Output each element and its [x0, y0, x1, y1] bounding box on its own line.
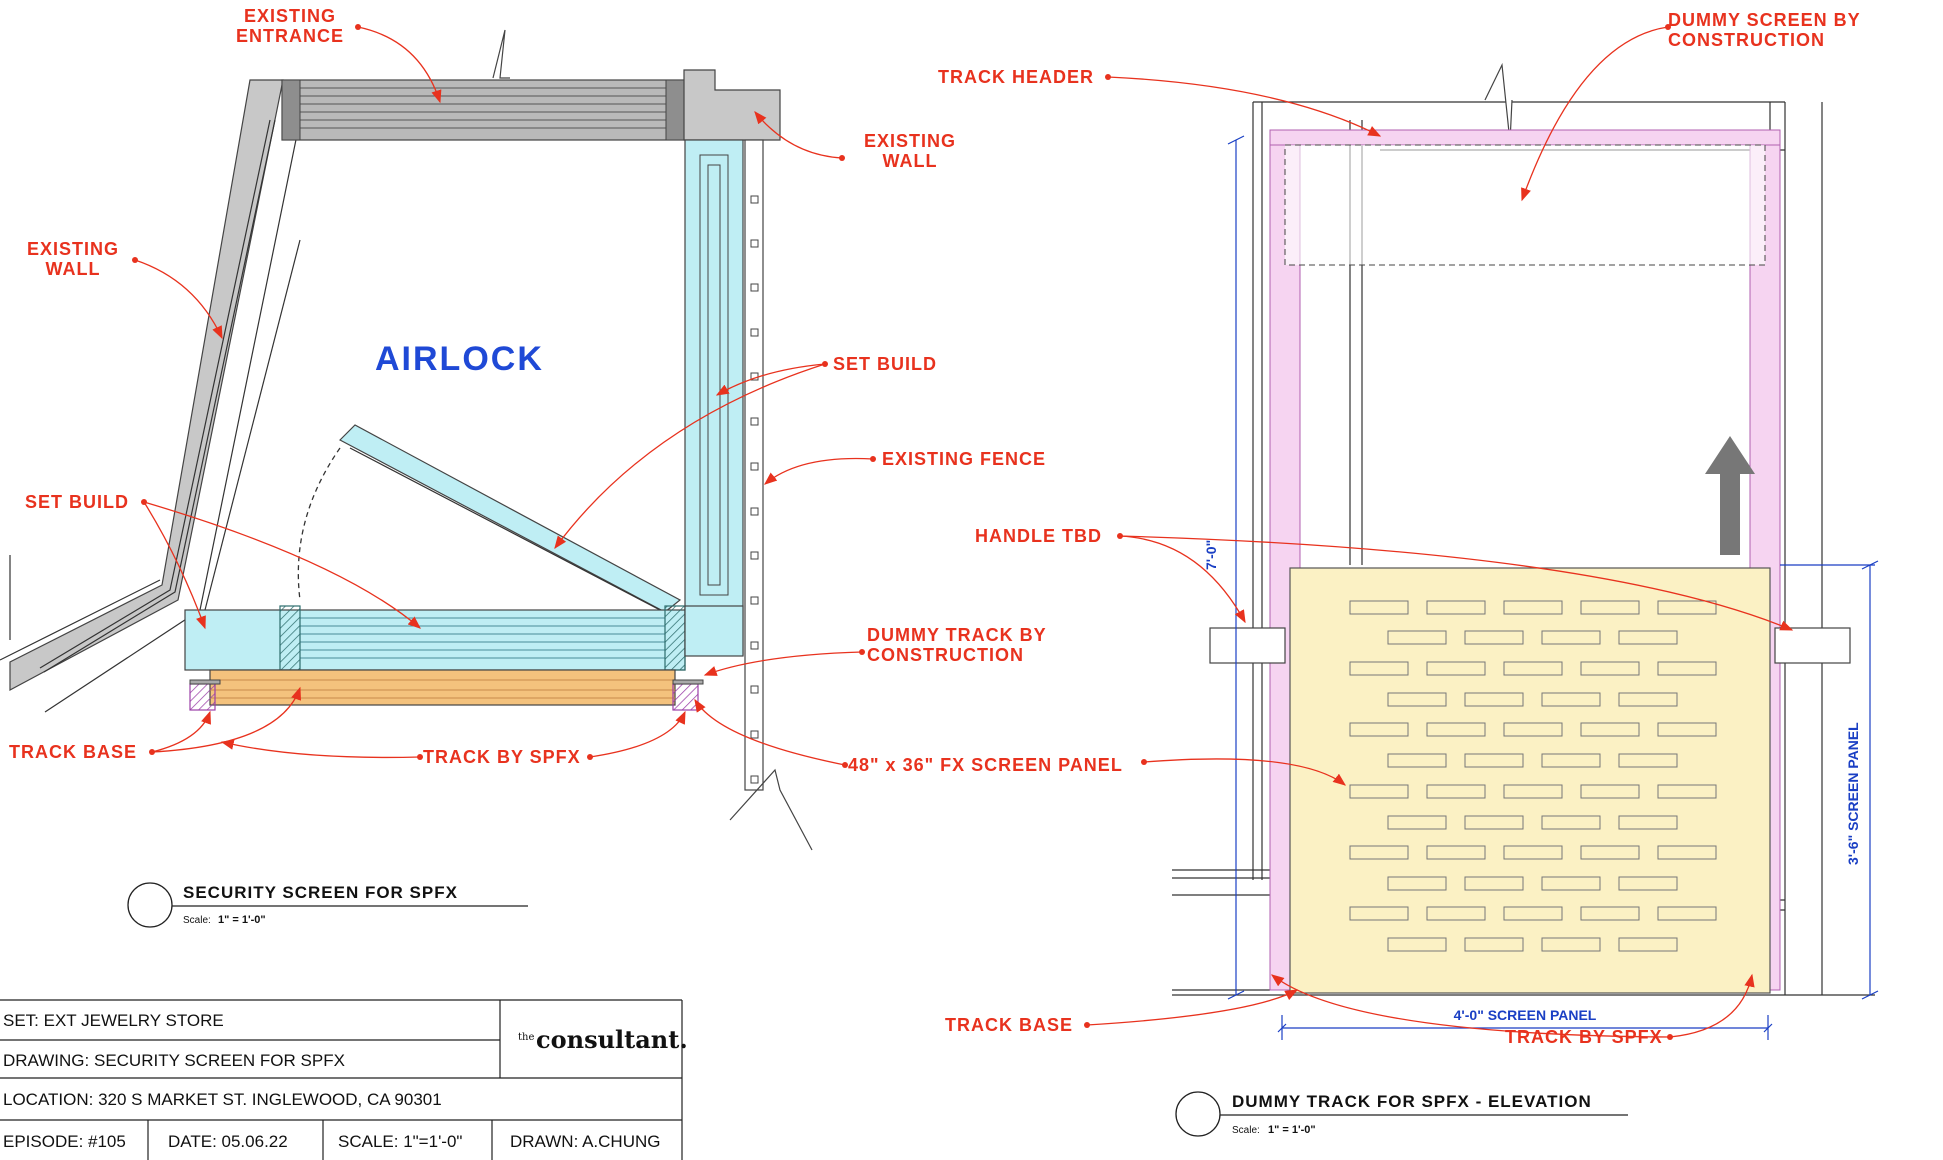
plan-title: SECURITY SCREEN FOR SPFX [183, 883, 458, 902]
callout-track-by-spfx-plan: TRACK BY SPFX [423, 747, 581, 767]
elevation-scale-label: Scale: [1232, 1125, 1260, 1136]
elevation-view: 7'-0" 3'-6" SCREEN PANEL 4'-0" SCREEN PA… [938, 10, 1879, 1137]
callout-existing-wall-top-l2: WALL [883, 151, 938, 171]
fx-screen-panel-track [209, 669, 676, 706]
handle-left [1209, 627, 1286, 664]
set-build-vertical-wall [684, 139, 744, 656]
callout-set-build-left: SET BUILD [25, 492, 129, 512]
callout-dummy-screen-l2: CONSTRUCTION [1668, 30, 1825, 50]
plan-scale-value: 1" = 1'-0" [218, 914, 266, 926]
existing-fence [729, 139, 813, 851]
title-bubble-plan [127, 882, 173, 928]
plan-view: AIRLOCK [0, 6, 1123, 928]
set-build-screen-wall [184, 609, 686, 671]
tb-drawn: DRAWN: A.CHUNG [510, 1132, 661, 1151]
callout-existing-wall-left-l1: EXISTING [27, 239, 119, 259]
callout-dummy-screen-l1: DUMMY SCREEN BY [1668, 10, 1861, 30]
callout-dummy-track-l1: DUMMY TRACK BY [867, 625, 1047, 645]
callout-track-base-elev: TRACK BASE [945, 1015, 1073, 1035]
elevation-scale-value: 1" = 1'-0" [1268, 1124, 1316, 1136]
handle-right [1774, 627, 1851, 664]
tb-set: SET: EXT JEWELRY STORE [3, 1011, 224, 1030]
elevation-title: DUMMY TRACK FOR SPFX - ELEVATION [1232, 1092, 1592, 1111]
callout-dummy-track-l2: CONSTRUCTION [867, 645, 1024, 665]
tb-logo-prefix: the [518, 1032, 534, 1043]
existing-wall-top-right [683, 69, 781, 141]
callout-fx-screen-panel: 48" x 36" FX SCREEN PANEL [848, 755, 1123, 775]
up-arrow-icon [1705, 436, 1755, 555]
title-bubble-elevation [1175, 1091, 1221, 1137]
screen-panel-slots [1349, 600, 1717, 952]
tb-scale: SCALE: 1"=1'-0" [338, 1132, 462, 1151]
callout-handle: HANDLE TBD [975, 526, 1102, 546]
callout-existing-wall-top-l1: EXISTING [864, 131, 956, 151]
callout-track-header: TRACK HEADER [938, 67, 1094, 87]
callout-existing-entrance-l1: EXISTING [244, 6, 336, 26]
dummy-screen [1284, 144, 1766, 266]
tb-drawing: DRAWING: SECURITY SCREEN FOR SPFX [3, 1051, 345, 1070]
tb-logo-name: consultant. [536, 1025, 688, 1054]
track-header [1269, 129, 1781, 146]
tb-location: LOCATION: 320 S MARKET ST. INGLEWOOD, CA… [3, 1090, 442, 1109]
dim-panel-height: 3'-6" SCREEN PANEL [1845, 722, 1861, 865]
callout-existing-fence: EXISTING FENCE [882, 449, 1046, 469]
plan-leaders [132, 24, 876, 768]
title-block: SET: EXT JEWELRY STORE DRAWING: SECURITY… [0, 999, 688, 1160]
screen-panel [1289, 567, 1771, 994]
tb-episode: EPISODE: #105 [3, 1132, 126, 1151]
track-base [189, 683, 216, 711]
callout-track-by-spfx-elev: TRACK BY SPFX [1505, 1027, 1663, 1047]
callout-set-build-right: SET BUILD [833, 354, 937, 374]
callout-existing-entrance-l2: ENTRANCE [236, 26, 344, 46]
plan-scale-label: Scale: [183, 915, 211, 926]
dim-panel-width: 4'-0" SCREEN PANEL [1454, 1007, 1597, 1023]
dimension-lines [1227, 135, 1879, 1040]
dim-height: 7'-0" [1203, 540, 1219, 570]
room-label-airlock: AIRLOCK [375, 340, 544, 378]
callout-track-base-plan: TRACK BASE [9, 742, 137, 762]
existing-wall-left [9, 79, 284, 692]
existing-entrance [281, 79, 685, 141]
door-leaf-open [339, 424, 682, 613]
elevation-leaders [1084, 24, 1794, 1040]
tb-date: DATE: 05.06.22 [168, 1132, 288, 1151]
callout-existing-wall-left-l2: WALL [46, 259, 101, 279]
